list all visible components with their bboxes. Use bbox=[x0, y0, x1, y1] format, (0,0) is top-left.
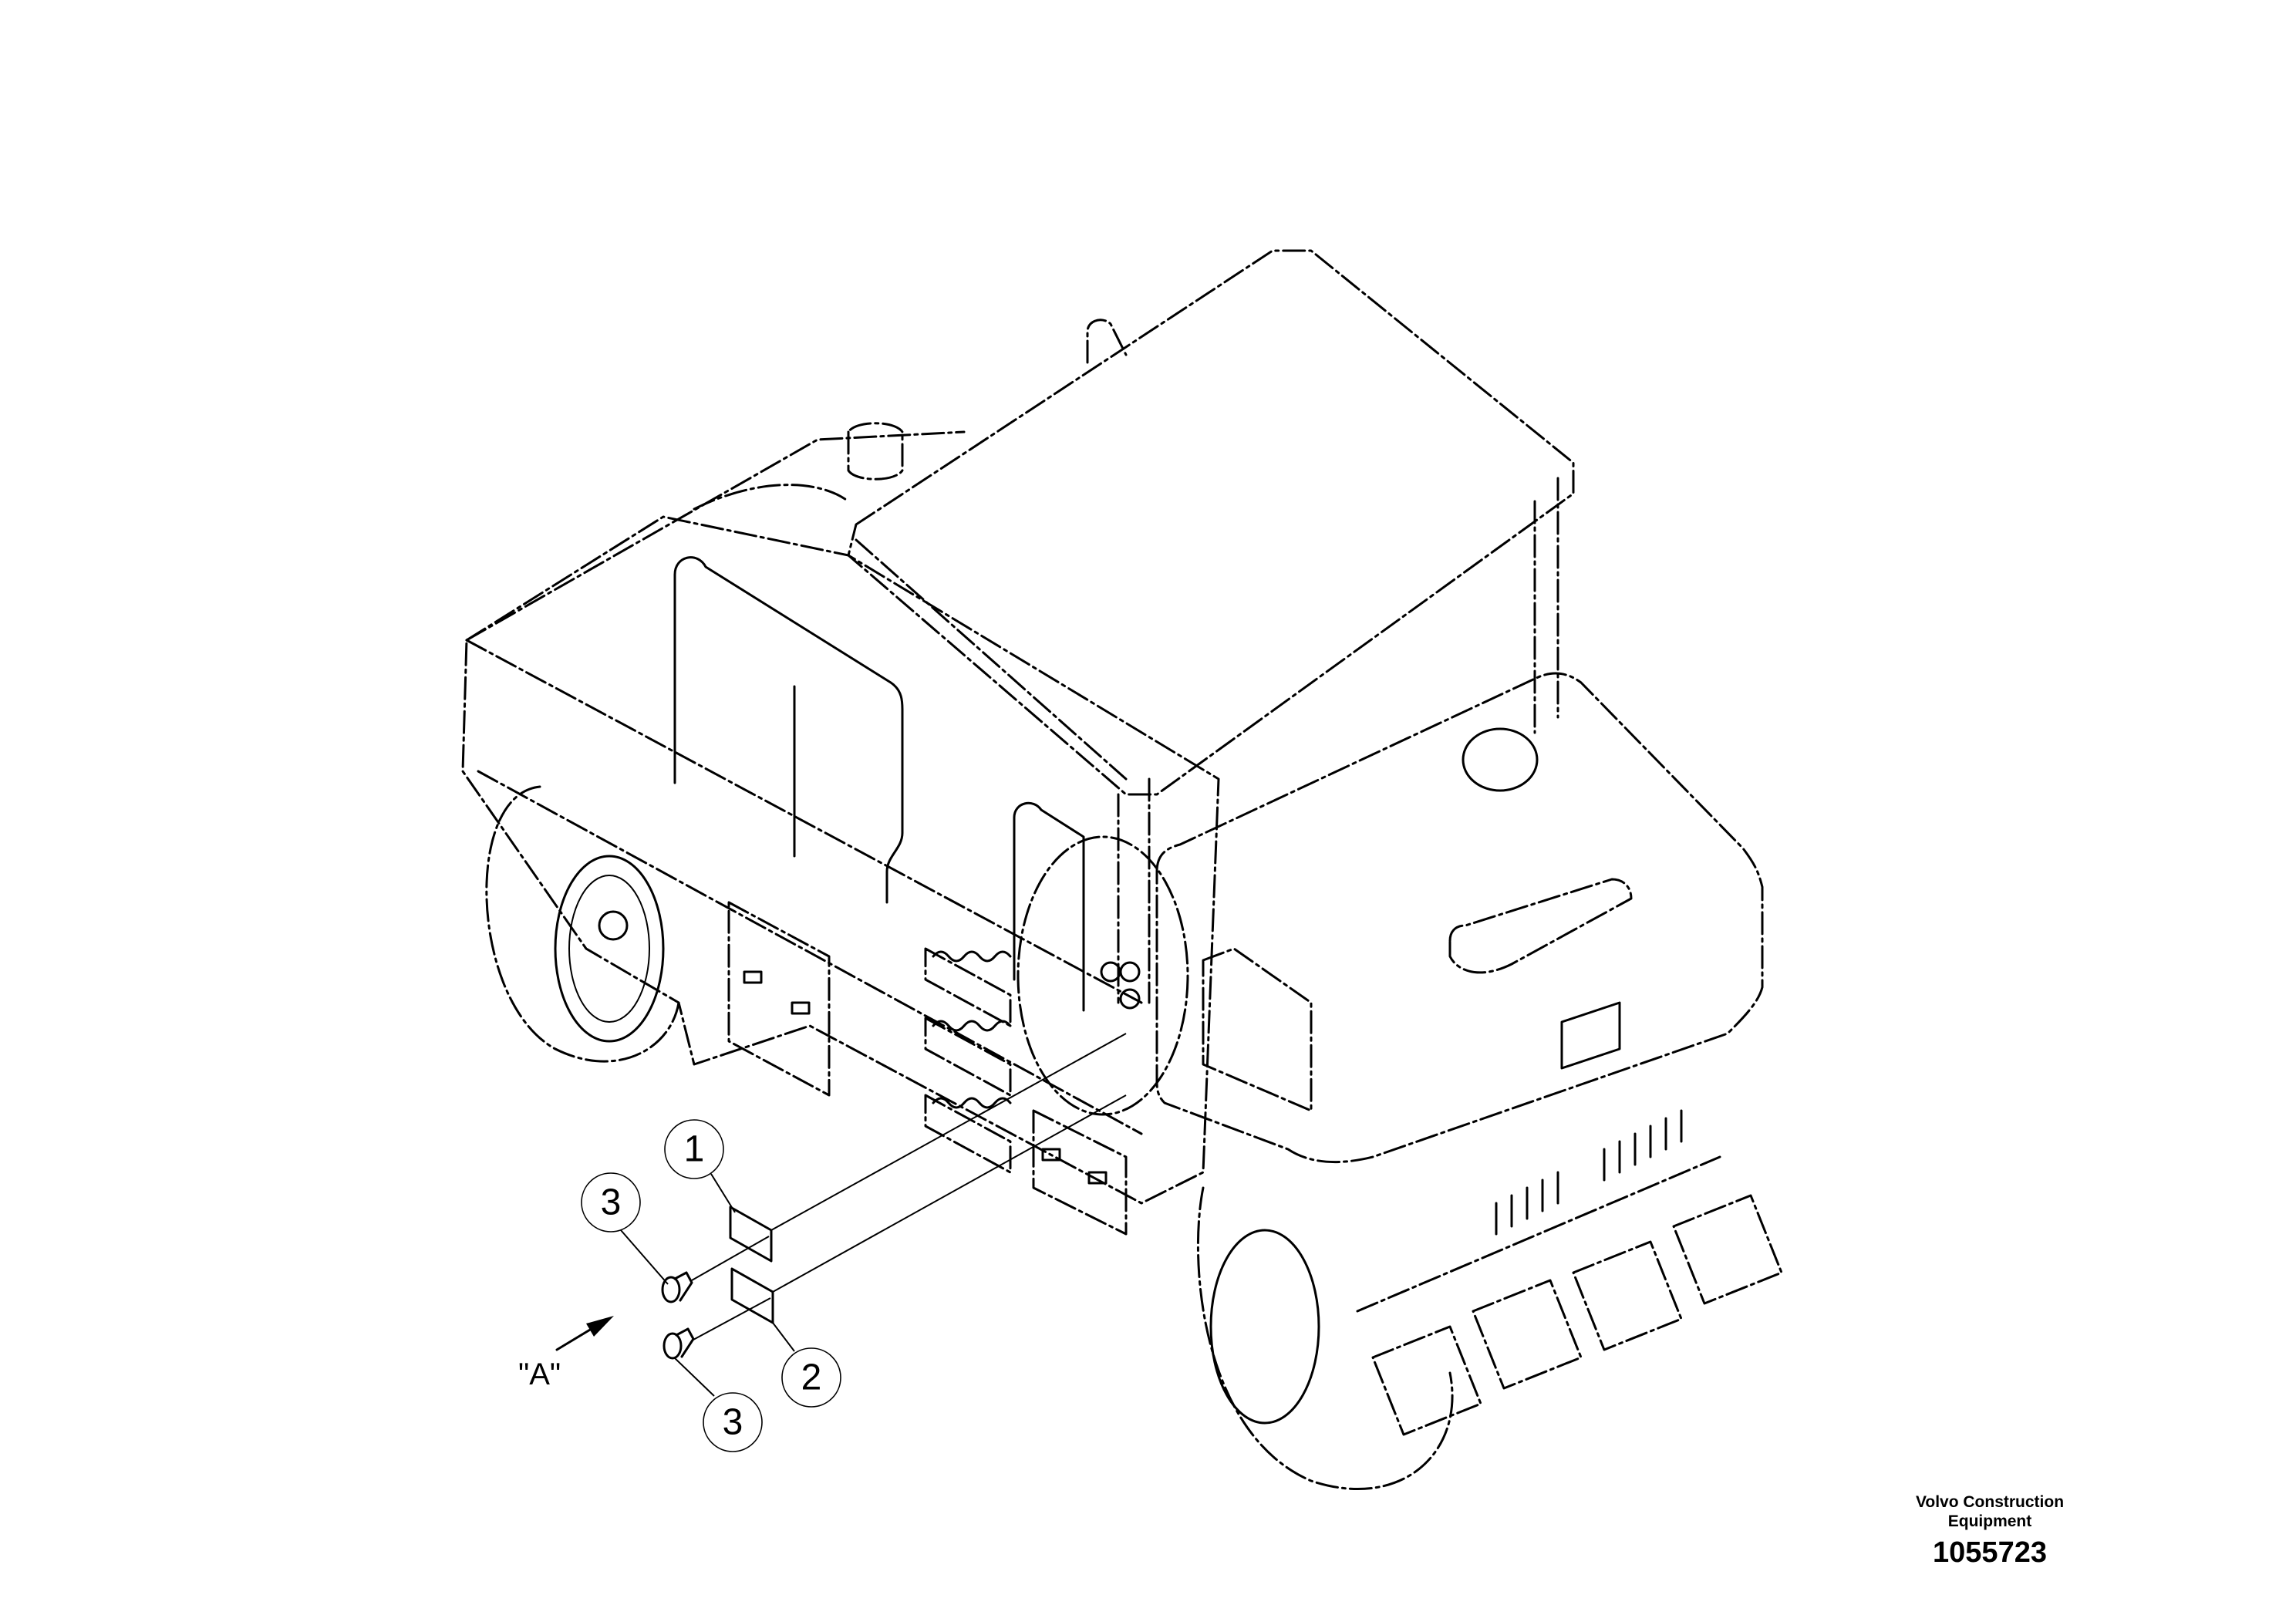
rear-wheel bbox=[485, 785, 680, 1063]
svg-text:3: 3 bbox=[601, 1182, 622, 1223]
callout-3-lower[interactable]: 3 bbox=[703, 1392, 763, 1452]
front-wheel bbox=[1197, 1186, 1454, 1490]
svg-text:2: 2 bbox=[801, 1357, 822, 1398]
callout-3-upper[interactable]: 3 bbox=[581, 1172, 641, 1233]
callout-2[interactable]: 2 bbox=[781, 1347, 841, 1408]
machine-body bbox=[461, 422, 1220, 1236]
scraper-pads bbox=[1356, 1155, 1783, 1436]
plate-part-2 bbox=[730, 1267, 774, 1324]
company-name-line2: Equipment bbox=[1947, 1512, 2032, 1530]
fastener-lower bbox=[663, 1332, 683, 1360]
plate-part-1 bbox=[729, 1206, 773, 1263]
leader-lines bbox=[620, 1173, 795, 1397]
handrails bbox=[673, 556, 1085, 1012]
company-name-line1: Volvo Construction bbox=[1915, 1493, 2065, 1511]
svg-text:1: 1 bbox=[684, 1129, 705, 1170]
drawing-number: 1055723 bbox=[1933, 1536, 2047, 1569]
svg-text:3: 3 bbox=[723, 1402, 743, 1443]
title-block: Volvo Construction Equipment 1055723 bbox=[1882, 1492, 2098, 1570]
fastener-upper bbox=[661, 1276, 681, 1303]
exploded-parts bbox=[661, 1033, 1127, 1360]
callout-1[interactable]: 1 bbox=[664, 1119, 724, 1179]
canopy bbox=[847, 249, 1575, 1004]
view-label-a: "A" bbox=[518, 1357, 561, 1391]
view-arrow-a: "A" bbox=[518, 1316, 614, 1391]
engine-hood bbox=[1155, 672, 1764, 1236]
